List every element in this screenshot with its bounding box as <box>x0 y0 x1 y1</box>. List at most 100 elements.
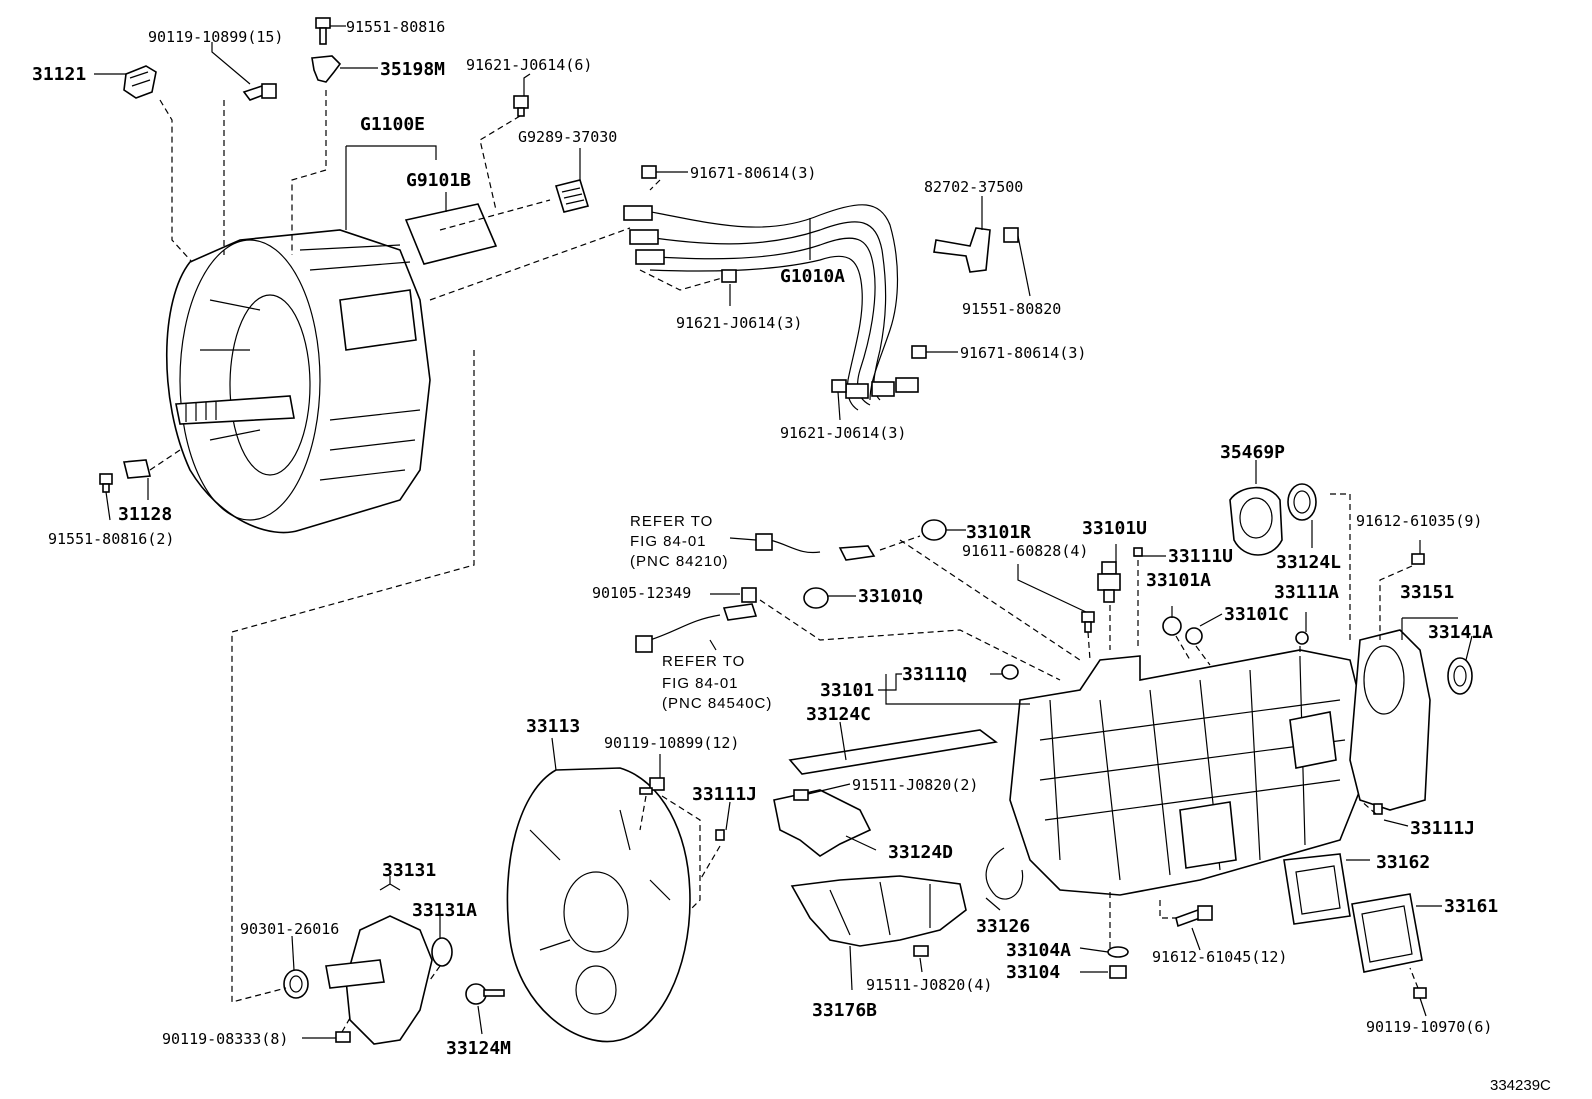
callout-33101Q: 33101Q <box>858 586 923 607</box>
assembly-guide-lines <box>149 90 1419 1033</box>
cover-35469P-drawing <box>1229 486 1283 556</box>
callout-33111U: 33111U <box>1168 546 1233 567</box>
callout-91551-80820: 91551-80820 <box>962 300 1061 318</box>
callout-33162: 33162 <box>1376 852 1430 873</box>
callout-90105-12349: 90105-12349 <box>592 584 691 602</box>
callout-33124M: 33124M <box>446 1038 511 1059</box>
bolt-91612-61035-drawing <box>1411 553 1425 565</box>
plate-31128-drawing <box>99 459 152 493</box>
leader-lines <box>94 25 1473 1039</box>
callout-G9289-37030: G9289-37030 <box>518 128 617 146</box>
callout-G1100E: G1100E <box>360 114 425 135</box>
part-31121-drawing <box>123 65 157 99</box>
callout-33101U: 33101U <box>1082 518 1147 539</box>
callout-91612-61035-9: 91612-61035(9) <box>1356 512 1482 530</box>
callout-91671-80614-3-lower: 91671-80614(3) <box>960 344 1086 362</box>
bolt-91611-60828-drawing <box>1081 611 1095 633</box>
callout-33111J-left: 33111J <box>692 784 757 805</box>
callout-90119-10899-12: 90119-10899(12) <box>604 734 739 752</box>
bolt-91671-80614-drawing <box>641 165 927 359</box>
callout-33101R: 33101R <box>966 522 1031 543</box>
seal-33131A-drawing <box>431 937 453 967</box>
plug-33111J-drawing <box>715 803 1383 841</box>
callout-91511-J0820-2: 91511-J0820(2) <box>852 776 978 794</box>
callout-33176B: 33176B <box>812 1000 877 1021</box>
callout-91612-61045-12: 91612-61045(12) <box>1152 948 1287 966</box>
sensor-84210-drawing <box>755 533 876 561</box>
bolt-91621-J0614-drawing <box>513 95 529 117</box>
extension-housing-33151-drawing <box>1349 629 1431 811</box>
callout-33124C: 33124C <box>806 704 871 725</box>
wiring-harness-G1010A-drawing <box>623 204 919 411</box>
plug-33104-drawing <box>1107 946 1129 979</box>
bolt-91612-61045-drawing <box>1175 905 1213 928</box>
callout-G1010A: G1010A <box>780 266 845 287</box>
transmission-assembly-G1100E-drawing <box>165 229 431 534</box>
callout-90119-10970-6: 90119-10970(6) <box>1366 1018 1492 1036</box>
callout-90119-10899-15: 90119-10899(15) <box>148 28 283 46</box>
bolt-91621-J0614-lower-drawing <box>721 269 847 393</box>
gasket-33162-drawing <box>1283 853 1351 925</box>
diagram-reference-code: 334239C <box>1490 1077 1551 1094</box>
shield-33124C-drawing <box>788 729 998 775</box>
callout-33151: 33151 <box>1400 582 1454 603</box>
callout-33113: 33113 <box>526 716 580 737</box>
bolt-90119-10899-lower-drawing <box>639 777 665 795</box>
plug-33101A-drawing <box>1162 616 1182 636</box>
plug-33111Q-drawing <box>1001 664 1019 680</box>
bracket-35198M-drawing <box>311 55 342 83</box>
plug-33111A-drawing <box>1295 631 1309 645</box>
callout-90119-08333-8: 90119-08333(8) <box>162 1030 288 1048</box>
callout-91621-J0614-6: 91621-J0614(6) <box>466 56 592 74</box>
callout-91611-60828-4: 91611-60828(4) <box>962 542 1088 560</box>
refer-note-2-line3: (PNC 84540C) <box>662 695 772 712</box>
bracket-82702-37500-drawing <box>933 227 1019 273</box>
bolt-90119-10899-drawing <box>242 83 277 101</box>
callout-91551-80816: 91551-80816 <box>346 18 445 36</box>
callout-33161: 33161 <box>1444 896 1498 917</box>
callout-33101: 33101 <box>820 680 874 701</box>
label-G9289-37030-drawing <box>554 179 590 213</box>
seal-33141A-drawing <box>1447 657 1473 695</box>
shaft-33124M-drawing <box>465 983 505 1005</box>
callout-33104: 33104 <box>1006 962 1060 983</box>
refer-note-1-line1: REFER TO <box>630 513 713 530</box>
callout-G9101B: G9101B <box>406 170 471 191</box>
callout-91511-J0820-4: 91511-J0820(4) <box>866 976 992 994</box>
cover-33161-drawing <box>1351 893 1427 999</box>
callout-31121: 31121 <box>32 64 86 85</box>
callout-91551-80816-2: 91551-80816(2) <box>48 530 174 548</box>
callout-33126: 33126 <box>976 916 1030 937</box>
gasket-33126-drawing <box>985 847 1024 900</box>
plug-33101R-drawing <box>921 519 947 541</box>
callout-33131: 33131 <box>382 860 436 881</box>
plug-33101C-drawing <box>1185 627 1203 645</box>
callout-33111A: 33111A <box>1274 582 1339 603</box>
callout-33131A: 33131A <box>412 900 477 921</box>
callout-90301-26016: 90301-26016 <box>240 920 339 938</box>
retainer-33131-drawing <box>325 915 433 1045</box>
callout-33104A: 33104A <box>1006 940 1071 961</box>
refer-note-1-line3: (PNC 84210) <box>630 553 729 570</box>
callout-33141A: 33141A <box>1428 622 1493 643</box>
callout-labels: 31121 90119-10899(15) 91551-80816 35198M… <box>32 18 1551 1094</box>
seal-90301-26016-drawing <box>283 969 309 999</box>
shield-33124D-drawing <box>773 789 872 857</box>
callout-33111J-right: 33111J <box>1410 818 1475 839</box>
callout-33101A: 33101A <box>1146 570 1211 591</box>
callout-91671-80614-3-upper: 91671-80614(3) <box>690 164 816 182</box>
transmission-case-33101-drawing <box>1009 649 1361 896</box>
callout-33124D: 33124D <box>888 842 953 863</box>
shield-33176B-drawing <box>790 875 967 947</box>
callout-33124L: 33124L <box>1276 552 1341 573</box>
bolt-90119-08333-drawing <box>335 1031 351 1043</box>
callout-35469P: 35469P <box>1220 442 1285 463</box>
callout-33101C: 33101C <box>1224 604 1289 625</box>
plug-33101Q-drawing <box>803 587 829 609</box>
callout-35198M: 35198M <box>380 59 445 80</box>
refer-note-2-line1: REFER TO <box>662 653 745 670</box>
refer-note-1-line2: FIG 84-01 <box>630 533 707 550</box>
callout-91621-J0614-3-lower: 91621-J0614(3) <box>780 424 906 442</box>
bolt-91511-J0820-drawing <box>793 789 929 957</box>
